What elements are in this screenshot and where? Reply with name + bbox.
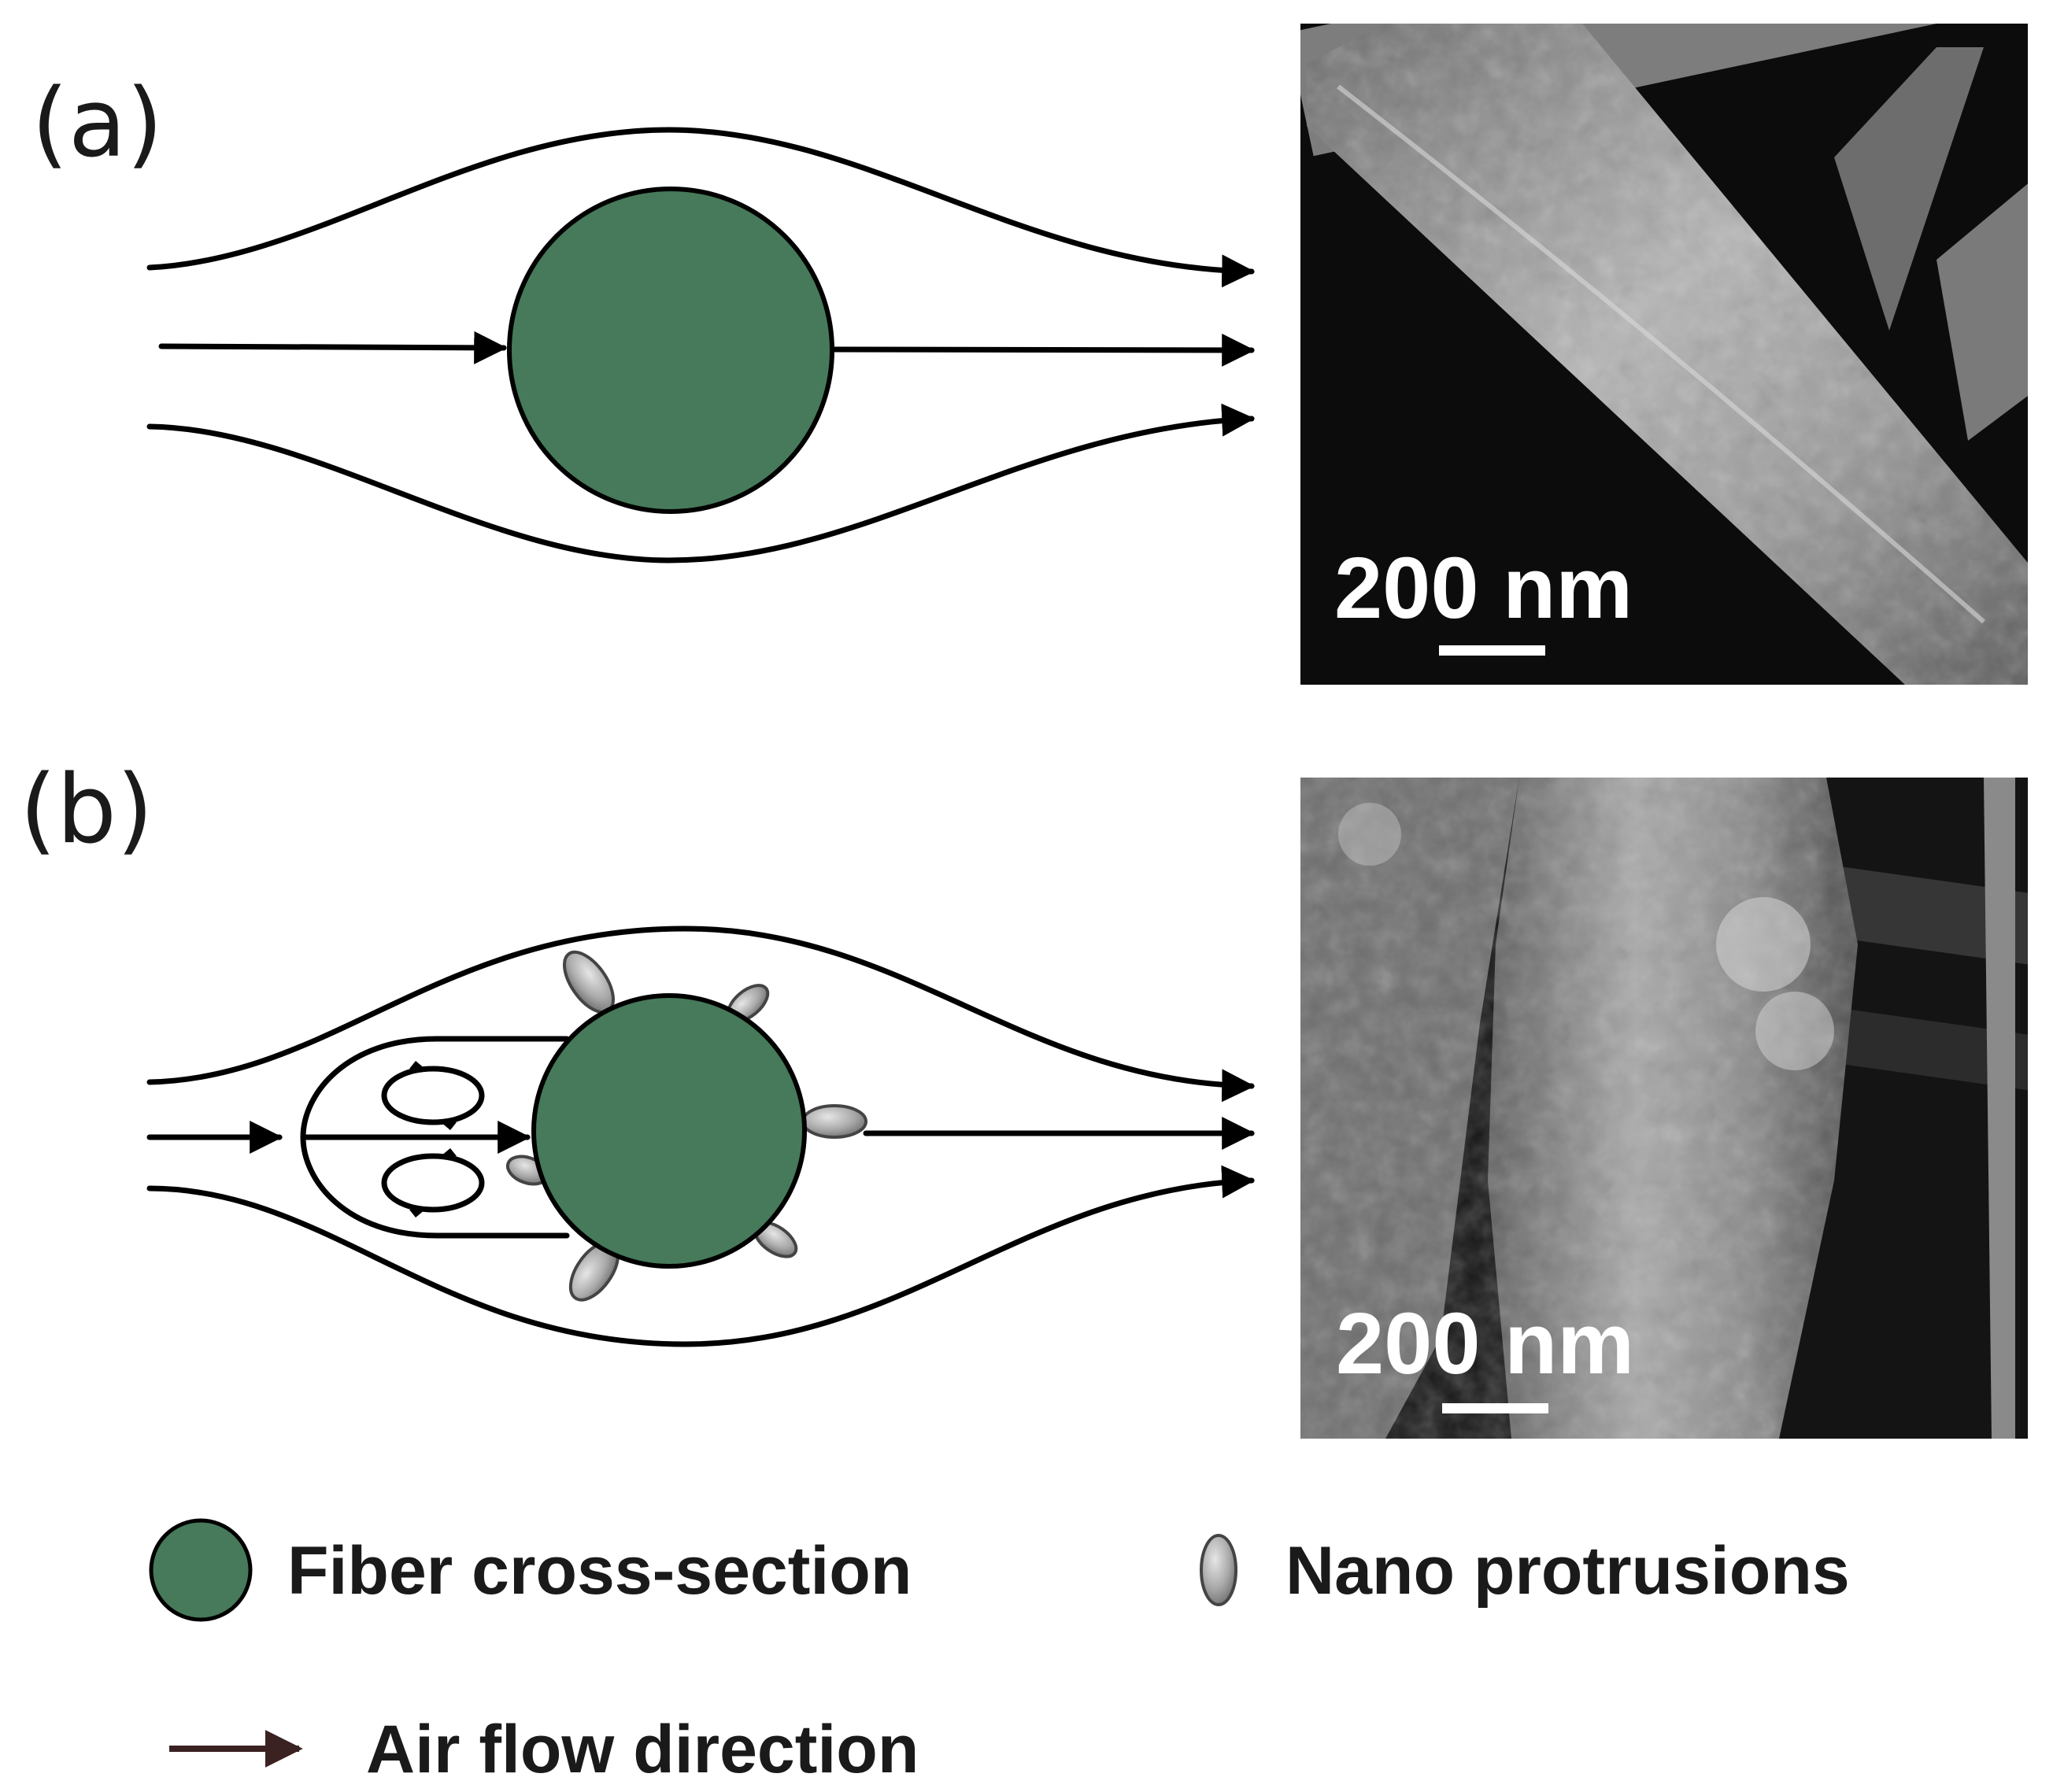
panel-a-label: (a)	[31, 69, 163, 179]
legend-fiber-icon	[149, 1518, 253, 1622]
sem-image-b	[1300, 778, 2028, 1439]
vortex-lower	[381, 1153, 485, 1213]
legend-nano-label: Nano protrusions	[1285, 1533, 1850, 1609]
flow-diagram-b	[146, 926, 1256, 1347]
scale-bar-b	[1442, 1403, 1548, 1413]
streamline-b-bottom	[146, 1165, 1256, 1347]
vortex-upper	[381, 1066, 485, 1125]
scale-bar-label-a: 200 nm	[1334, 540, 1633, 637]
scale-bar-a	[1439, 645, 1545, 656]
legend-airflow-label: Air flow direction	[366, 1712, 919, 1787]
streamline-a-center-left	[158, 331, 508, 364]
scale-bar-label-b: 200 nm	[1336, 1295, 1634, 1392]
panel-b-label: (b)	[20, 756, 154, 865]
fiber-cross-section-a	[507, 187, 834, 514]
flow-diagram-a	[146, 127, 1256, 563]
wake-envelope	[300, 1036, 570, 1239]
legend-nano-icon	[1200, 1534, 1237, 1606]
streamline-a-bottom	[146, 403, 1256, 563]
fiber-cross-section-b	[531, 993, 807, 1269]
nano-protrusions-b	[505, 950, 867, 1302]
sem-image-a	[1300, 24, 2028, 685]
streamline-b-top	[146, 926, 1256, 1103]
streamline-a-center-right	[831, 333, 1256, 367]
streamline-a-top	[146, 127, 1256, 288]
legend: Fiber cross-section Nano protrusions Air…	[149, 1518, 1850, 1787]
legend-fiber-label: Fiber cross-section	[287, 1533, 912, 1609]
